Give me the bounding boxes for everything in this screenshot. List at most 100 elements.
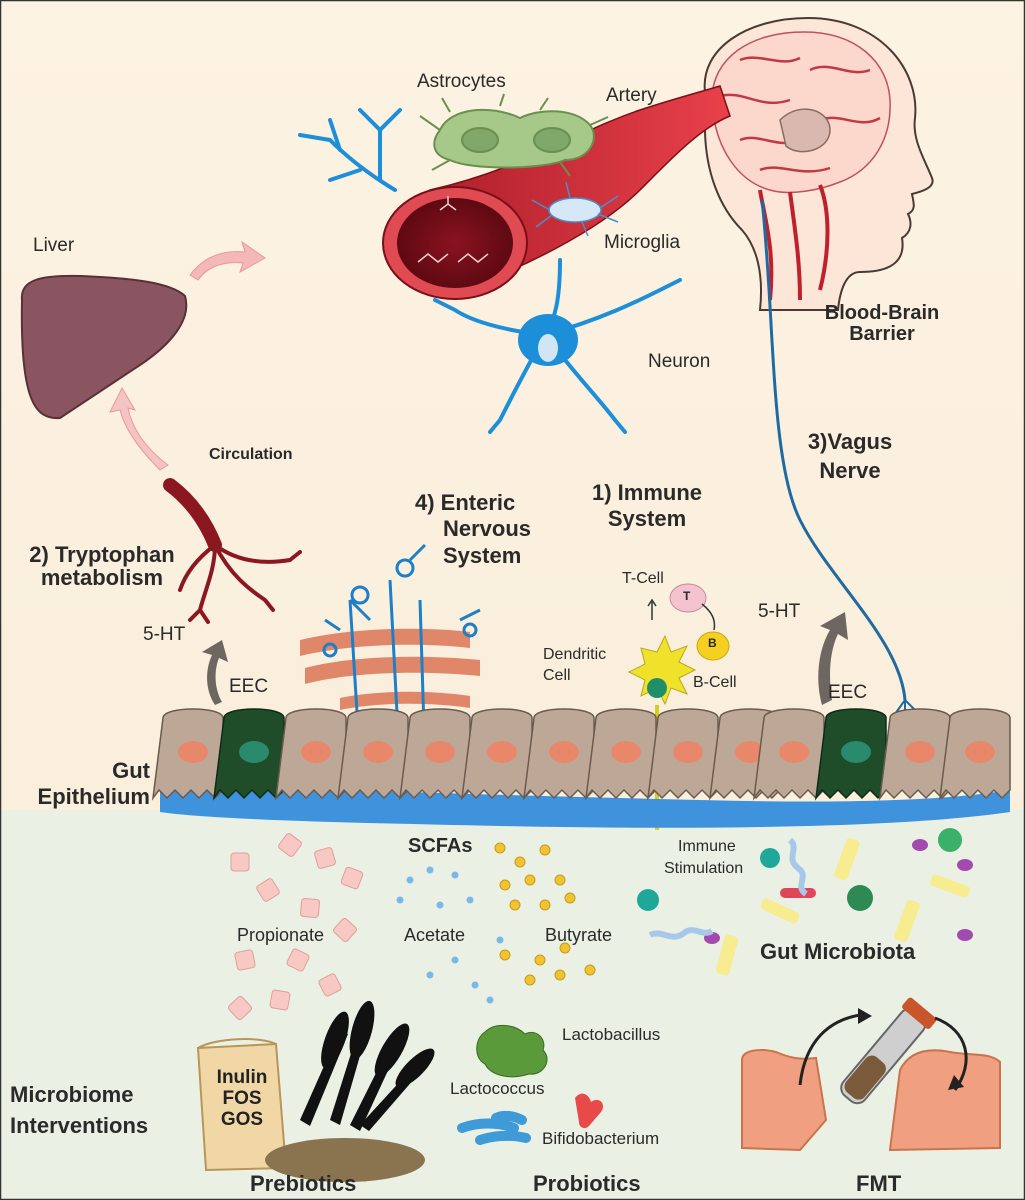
- eec-left-label: EEC: [229, 676, 269, 697]
- butyrate-particle: [499, 879, 511, 891]
- propionate-particle: [230, 852, 250, 872]
- dendritic-cell-label: Dendritic Cell: [543, 646, 607, 684]
- cell-nucleus: [363, 741, 393, 763]
- probiotics-label: Probiotics: [533, 1171, 641, 1196]
- eec-right-label: EEC: [828, 682, 868, 703]
- serotonin-left-label: 5-HT: [143, 624, 186, 645]
- butyrate-particle: [554, 874, 566, 886]
- blood-vessel-illustration: [163, 478, 302, 624]
- t-cell-label: T-Cell: [622, 570, 664, 587]
- butyrate-particle: [494, 842, 506, 854]
- acetate-particle: [496, 936, 504, 944]
- propionate-particle: [333, 918, 357, 942]
- acetate-label: Acetate: [404, 925, 466, 945]
- acetate-particle: [436, 901, 444, 909]
- microbiome-interventions-label: Microbiome Interventions: [10, 1082, 149, 1138]
- microglia-illustration: [531, 181, 619, 237]
- cell-nucleus: [779, 741, 809, 763]
- serotonin-arrows: [202, 612, 848, 705]
- acetate-particle: [486, 996, 494, 1004]
- acetate-particle: [396, 896, 404, 904]
- butyrate-label: Butyrate: [545, 925, 613, 945]
- artery-label: Artery: [606, 85, 657, 106]
- vagus-nerve-terminals: [890, 699, 926, 723]
- butyrate-particles: [494, 842, 596, 986]
- cell-nucleus: [487, 741, 517, 763]
- propionate-particle: [278, 833, 302, 857]
- neuron-illustration: [298, 108, 682, 434]
- head-brain-illustration: [703, 16, 934, 311]
- propionate-particles: [228, 833, 364, 1020]
- background-lumen: [0, 810, 1025, 1200]
- prebiotics-package-label: Inulin FOS GOS: [216, 1067, 268, 1130]
- propionate-particle: [318, 973, 342, 997]
- propionate-particle: [314, 847, 336, 869]
- microglia-label: Microglia: [604, 232, 681, 253]
- propionate-particle: [234, 949, 256, 971]
- acetate-particle: [426, 971, 434, 979]
- cell-nucleus: [905, 741, 935, 763]
- butyrate-particle: [509, 899, 521, 911]
- acetate-particle: [471, 981, 479, 989]
- propionate-particle: [340, 866, 364, 890]
- butyrate-particle: [534, 954, 546, 966]
- bifidobacterium-label: Bifidobacterium: [542, 1129, 660, 1148]
- cell-nucleus: [425, 741, 455, 763]
- vagus-nerve-label: 3)Vagus Nerve: [807, 429, 893, 483]
- neuron-label: Neuron: [648, 351, 711, 372]
- fmt-label: FMT: [856, 1171, 902, 1196]
- serotonin-right-label: 5-HT: [758, 601, 801, 622]
- butyrate-particle: [499, 949, 511, 961]
- circulation-arrows: [109, 240, 266, 471]
- probiotics-illustration: [457, 1025, 604, 1145]
- acetate-particle: [451, 871, 459, 879]
- cell-nucleus: [611, 741, 641, 763]
- cell-nucleus: [301, 741, 331, 763]
- cell-nucleus: [549, 741, 579, 763]
- liver-label: Liver: [33, 235, 75, 256]
- epithelial-cells: [151, 708, 1011, 801]
- t-cell-letter: T: [683, 589, 691, 603]
- gut-epithelium-label: Gut Epithelium: [37, 758, 150, 810]
- propionate-label: Propionate: [237, 925, 325, 945]
- tryptophan-metabolism-label: 2) Tryptophan metabolism: [29, 542, 175, 591]
- enteric-nervous-system-label: 4) Enteric Nervous System: [415, 490, 532, 568]
- butyrate-particle: [564, 892, 576, 904]
- butyrate-particle: [559, 942, 571, 954]
- prebiotics-illustration: [196, 1000, 435, 1182]
- gut-microbiota-label: Gut Microbiota: [760, 939, 916, 964]
- butyrate-particle: [539, 844, 551, 856]
- cell-nucleus: [735, 741, 765, 763]
- butyrate-particle: [554, 969, 566, 981]
- astrocytes-label: Astrocytes: [417, 71, 506, 92]
- acetate-particle: [426, 866, 434, 874]
- circulation-label: Circulation: [209, 446, 293, 463]
- butyrate-particle: [584, 964, 596, 976]
- cell-nucleus: [841, 741, 871, 763]
- immune-stimulation-label: Immune Stimulation: [664, 838, 744, 878]
- propionate-particle: [299, 897, 321, 919]
- fmt-illustration: [741, 997, 1001, 1152]
- scfas-label: SCFAs: [408, 835, 473, 857]
- butyrate-particle: [524, 974, 536, 986]
- acetate-particle: [406, 876, 414, 884]
- cell-nucleus: [178, 741, 208, 763]
- acetate-particle: [466, 896, 474, 904]
- b-cell-letter: B: [708, 636, 717, 650]
- immune-system-label: 1) Immune System: [591, 480, 703, 532]
- propionate-particle: [228, 996, 252, 1020]
- cell-nucleus: [673, 741, 703, 763]
- b-cell-label: B-Cell: [693, 674, 737, 691]
- lactobacillus-label: Lactobacillus: [562, 1025, 661, 1044]
- acetate-particles: [396, 866, 504, 1004]
- cell-nucleus: [965, 741, 995, 763]
- astrocytes-illustration: [419, 93, 609, 177]
- lactococcus-label: Lactococcus: [450, 1079, 545, 1098]
- butyrate-particle: [524, 874, 536, 886]
- acetate-particle: [451, 956, 459, 964]
- artery-illustration: [382, 85, 731, 300]
- blood-brain-barrier-label: Blood-Brain Barrier: [824, 302, 940, 345]
- cell-nucleus: [239, 741, 269, 763]
